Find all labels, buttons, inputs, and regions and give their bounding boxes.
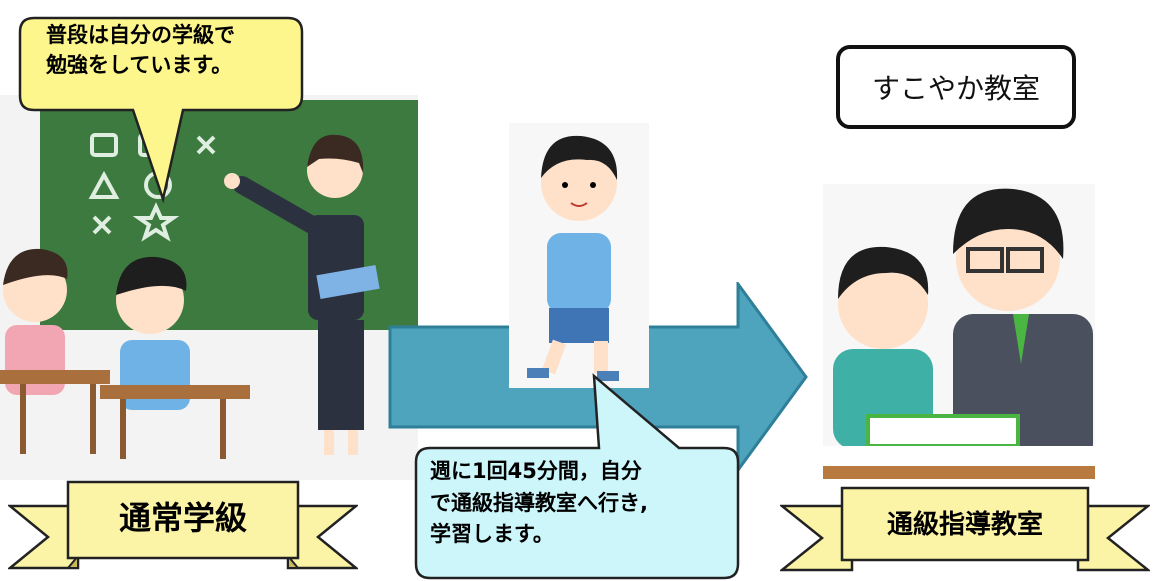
chalk-triangle-icon bbox=[88, 170, 120, 199]
speech-bubble-top: 普段は自分の学級で 勉強をしています。 bbox=[46, 22, 296, 79]
teacher-figure bbox=[224, 134, 380, 455]
speech-top-line2: 勉強をしています。 bbox=[46, 53, 233, 78]
speech-bubble-bottom-shape bbox=[414, 373, 740, 580]
chalk-square-icon bbox=[90, 133, 118, 157]
chalk-cross2-icon bbox=[92, 215, 112, 235]
students-figure bbox=[0, 248, 250, 459]
ribbon-banner-right-shape bbox=[780, 486, 1150, 572]
classroom-illustration bbox=[0, 95, 418, 480]
speech-bottom-line1: 週に1回45分間，自分 bbox=[430, 459, 642, 483]
speech-bubble-top-shape bbox=[18, 16, 304, 204]
tutoring-illustration bbox=[823, 184, 1095, 479]
speech-bottom-line2: で通級指導教室へ行き, bbox=[430, 490, 648, 515]
banner-right-label: 通級指導教室 bbox=[886, 510, 1043, 540]
room-label: すこやか教室 bbox=[871, 72, 1040, 105]
walking-boy-illustration bbox=[509, 123, 649, 388]
banner-left-label: 通常学級 bbox=[118, 499, 247, 537]
speech-top-line1: 普段は自分の学級で bbox=[46, 23, 235, 47]
chalk-star-icon bbox=[132, 202, 180, 242]
ribbon-banner-left-shape bbox=[8, 480, 358, 570]
speech-bottom-line3: 学習します。 bbox=[430, 522, 554, 546]
room-label-box: すこやか教室 bbox=[836, 45, 1076, 129]
chalk-cross-icon bbox=[196, 135, 216, 155]
speech-bubble-bottom: 週に1回45分間，自分 で通級指導教室へ行き, 学習します。 bbox=[430, 456, 735, 551]
